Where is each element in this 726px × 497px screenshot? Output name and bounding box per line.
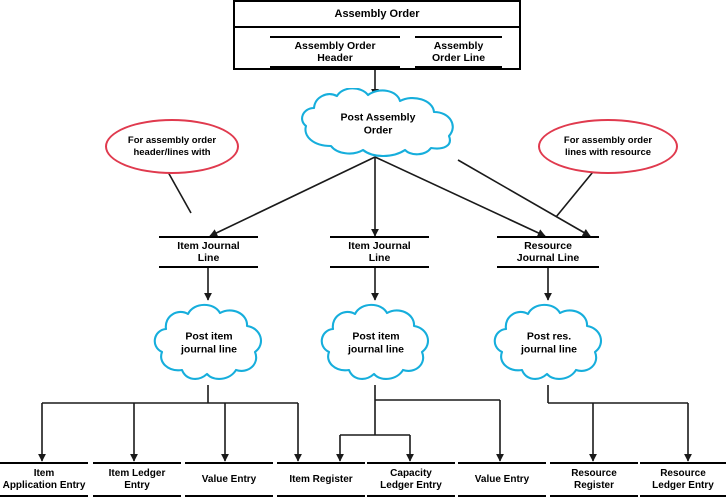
cloud-post-res-journal-line: Post res. journal line	[492, 300, 606, 386]
assembly-order-header-label: Assembly Order Header	[294, 39, 376, 64]
item-journal-line-middle-label: Item Journal Line	[348, 239, 411, 264]
cloud-shape-icon	[301, 88, 454, 158]
resource-journal-line-label: Resource Journal Line	[516, 239, 580, 264]
cloud-shape-icon	[320, 303, 430, 380]
capacity-ledger-entry-box: Capacity Ledger Entry	[367, 462, 455, 497]
item-journal-line-left-label: Item Journal Line	[177, 239, 240, 264]
value-entry-right-box: Value Entry	[458, 462, 546, 497]
resource-register-box: Resource Register	[550, 462, 638, 497]
callout-header-lines-label: For assembly order header/lines with	[127, 134, 217, 158]
resource-ledger-entry-box: Resource Ledger Entry	[640, 462, 726, 497]
cloud-shape-icon	[493, 303, 603, 380]
assembly-order-line-label: Assembly Order Line	[431, 39, 486, 64]
value-entry-left-label: Value Entry	[201, 473, 257, 485]
capacity-ledger-entry-label: Capacity Ledger Entry	[380, 467, 442, 491]
assembly-order-header-box: Assembly Order Header	[270, 36, 400, 68]
item-ledger-entry-box: Item Ledger Entry	[93, 462, 181, 497]
cloud-shape-icon	[153, 303, 263, 380]
cloud-post-assembly-order: Post Assembly Order	[293, 88, 463, 160]
callout-lines-resource: For assembly order lines with resource	[538, 119, 678, 174]
assembly-order-entity: Assembly Order Assembly Order Header Ass…	[233, 0, 521, 70]
resource-ledger-entry-label: Resource Ledger Entry	[652, 467, 714, 491]
item-application-entry-box: Item Application Entry	[0, 462, 88, 497]
item-register-box: Item Register	[277, 462, 365, 497]
cloud-post-item-journal-line-left: Post item journal line	[152, 300, 266, 386]
assembly-order-line-box: Assembly Order Line	[415, 36, 502, 68]
item-ledger-entry-label: Item Ledger Entry	[108, 467, 166, 491]
cloud-post-item-journal-line-middle: Post item journal line	[319, 300, 433, 386]
assembly-order-title: Assembly Order	[235, 2, 519, 28]
callout-header-lines: For assembly order header/lines with	[105, 119, 239, 174]
callout-lines-resource-label: For assembly order lines with resource	[563, 134, 653, 158]
resource-register-label: Resource Register	[571, 467, 617, 491]
item-register-label: Item Register	[289, 473, 353, 485]
resource-journal-line-box: Resource Journal Line	[497, 236, 599, 268]
item-application-entry-label: Item Application Entry	[2, 467, 86, 491]
item-journal-line-left-box: Item Journal Line	[159, 236, 258, 268]
item-journal-line-middle-box: Item Journal Line	[330, 236, 429, 268]
value-entry-left-box: Value Entry	[185, 462, 273, 497]
value-entry-right-label: Value Entry	[474, 473, 530, 485]
